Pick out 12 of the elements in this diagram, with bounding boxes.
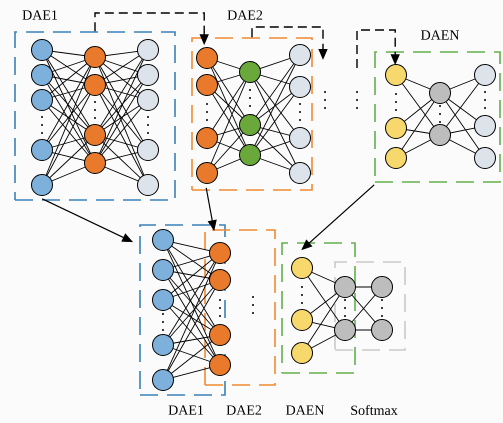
dashed-frame — [281, 242, 356, 374]
dashed-frame — [204, 229, 276, 386]
layer-label: DAE2 — [226, 405, 262, 415]
frame-label: DAE2 — [228, 10, 262, 20]
dashed-frame — [139, 224, 226, 396]
layer-label: DAE1 — [168, 405, 204, 415]
layer-label: DAEN — [286, 405, 324, 415]
dashed-frame — [334, 261, 406, 351]
frame-label: DAEN — [420, 30, 460, 40]
frame-label: DAE1 — [22, 10, 58, 20]
layer-label: Softmax — [351, 405, 398, 415]
arrow — [356, 29, 400, 68]
